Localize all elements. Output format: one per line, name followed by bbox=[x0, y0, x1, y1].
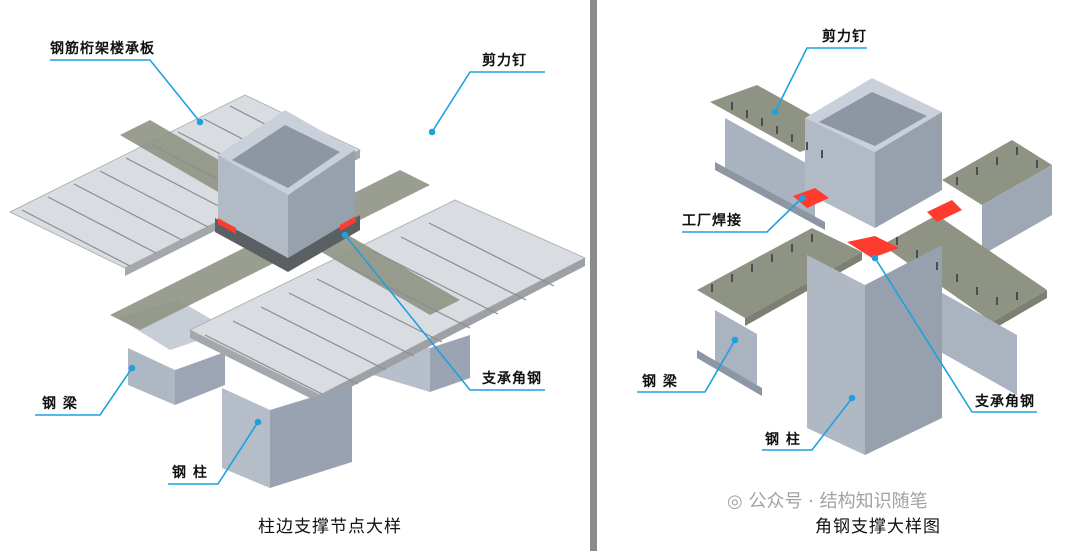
label-truss-deck: 钢筋桁架楼承板 bbox=[50, 41, 155, 57]
shear-studs bbox=[711, 102, 1038, 305]
left-caption: 柱边支撑节点大样 bbox=[258, 517, 402, 537]
steel-column bbox=[215, 110, 360, 488]
label-shear-stud: 剪力钉 bbox=[822, 29, 867, 45]
factory-welds bbox=[793, 188, 962, 258]
steel-column bbox=[805, 78, 942, 455]
label-steel-beam: 钢 梁 bbox=[642, 374, 678, 390]
right-illustration bbox=[637, 47, 1052, 455]
label-steel-beam: 钢 梁 bbox=[42, 396, 78, 412]
right-detail-panel: 剪力钉 工厂焊接 钢 梁 支承角钢 钢 柱 角钢支撑大样图 ◎ 公众号 · 结构… bbox=[597, 0, 1080, 551]
truss-deck-right bbox=[188, 199, 587, 403]
left-illustration bbox=[8, 59, 587, 488]
label-factory-weld: 工厂焊接 bbox=[682, 213, 742, 229]
label-support-angle: 支承角钢 bbox=[975, 394, 1035, 410]
watermark: ◎ 公众号 · 结构知识随笔 bbox=[727, 487, 928, 513]
leader-lines bbox=[637, 47, 1037, 451]
back-beam-right bbox=[942, 140, 1052, 255]
label-steel-column: 钢 柱 bbox=[172, 465, 208, 481]
left-detail-panel: 钢筋桁架楼承板 剪力钉 支承角钢 钢 梁 钢 柱 柱边支撑节点大样 bbox=[8, 41, 587, 537]
label-support-angle: 支承角钢 bbox=[482, 371, 542, 387]
wechat-icon: ◎ bbox=[727, 491, 743, 512]
leader-lines bbox=[35, 59, 545, 485]
label-shear-stud: 剪力钉 bbox=[482, 53, 527, 69]
front-beam-right bbox=[882, 215, 1047, 395]
panel-divider bbox=[590, 0, 597, 551]
watermark-text: 公众号 · 结构知识随笔 bbox=[748, 491, 928, 512]
label-steel-column: 钢 柱 bbox=[765, 432, 801, 448]
right-caption: 角钢支撑大样图 bbox=[815, 517, 941, 537]
